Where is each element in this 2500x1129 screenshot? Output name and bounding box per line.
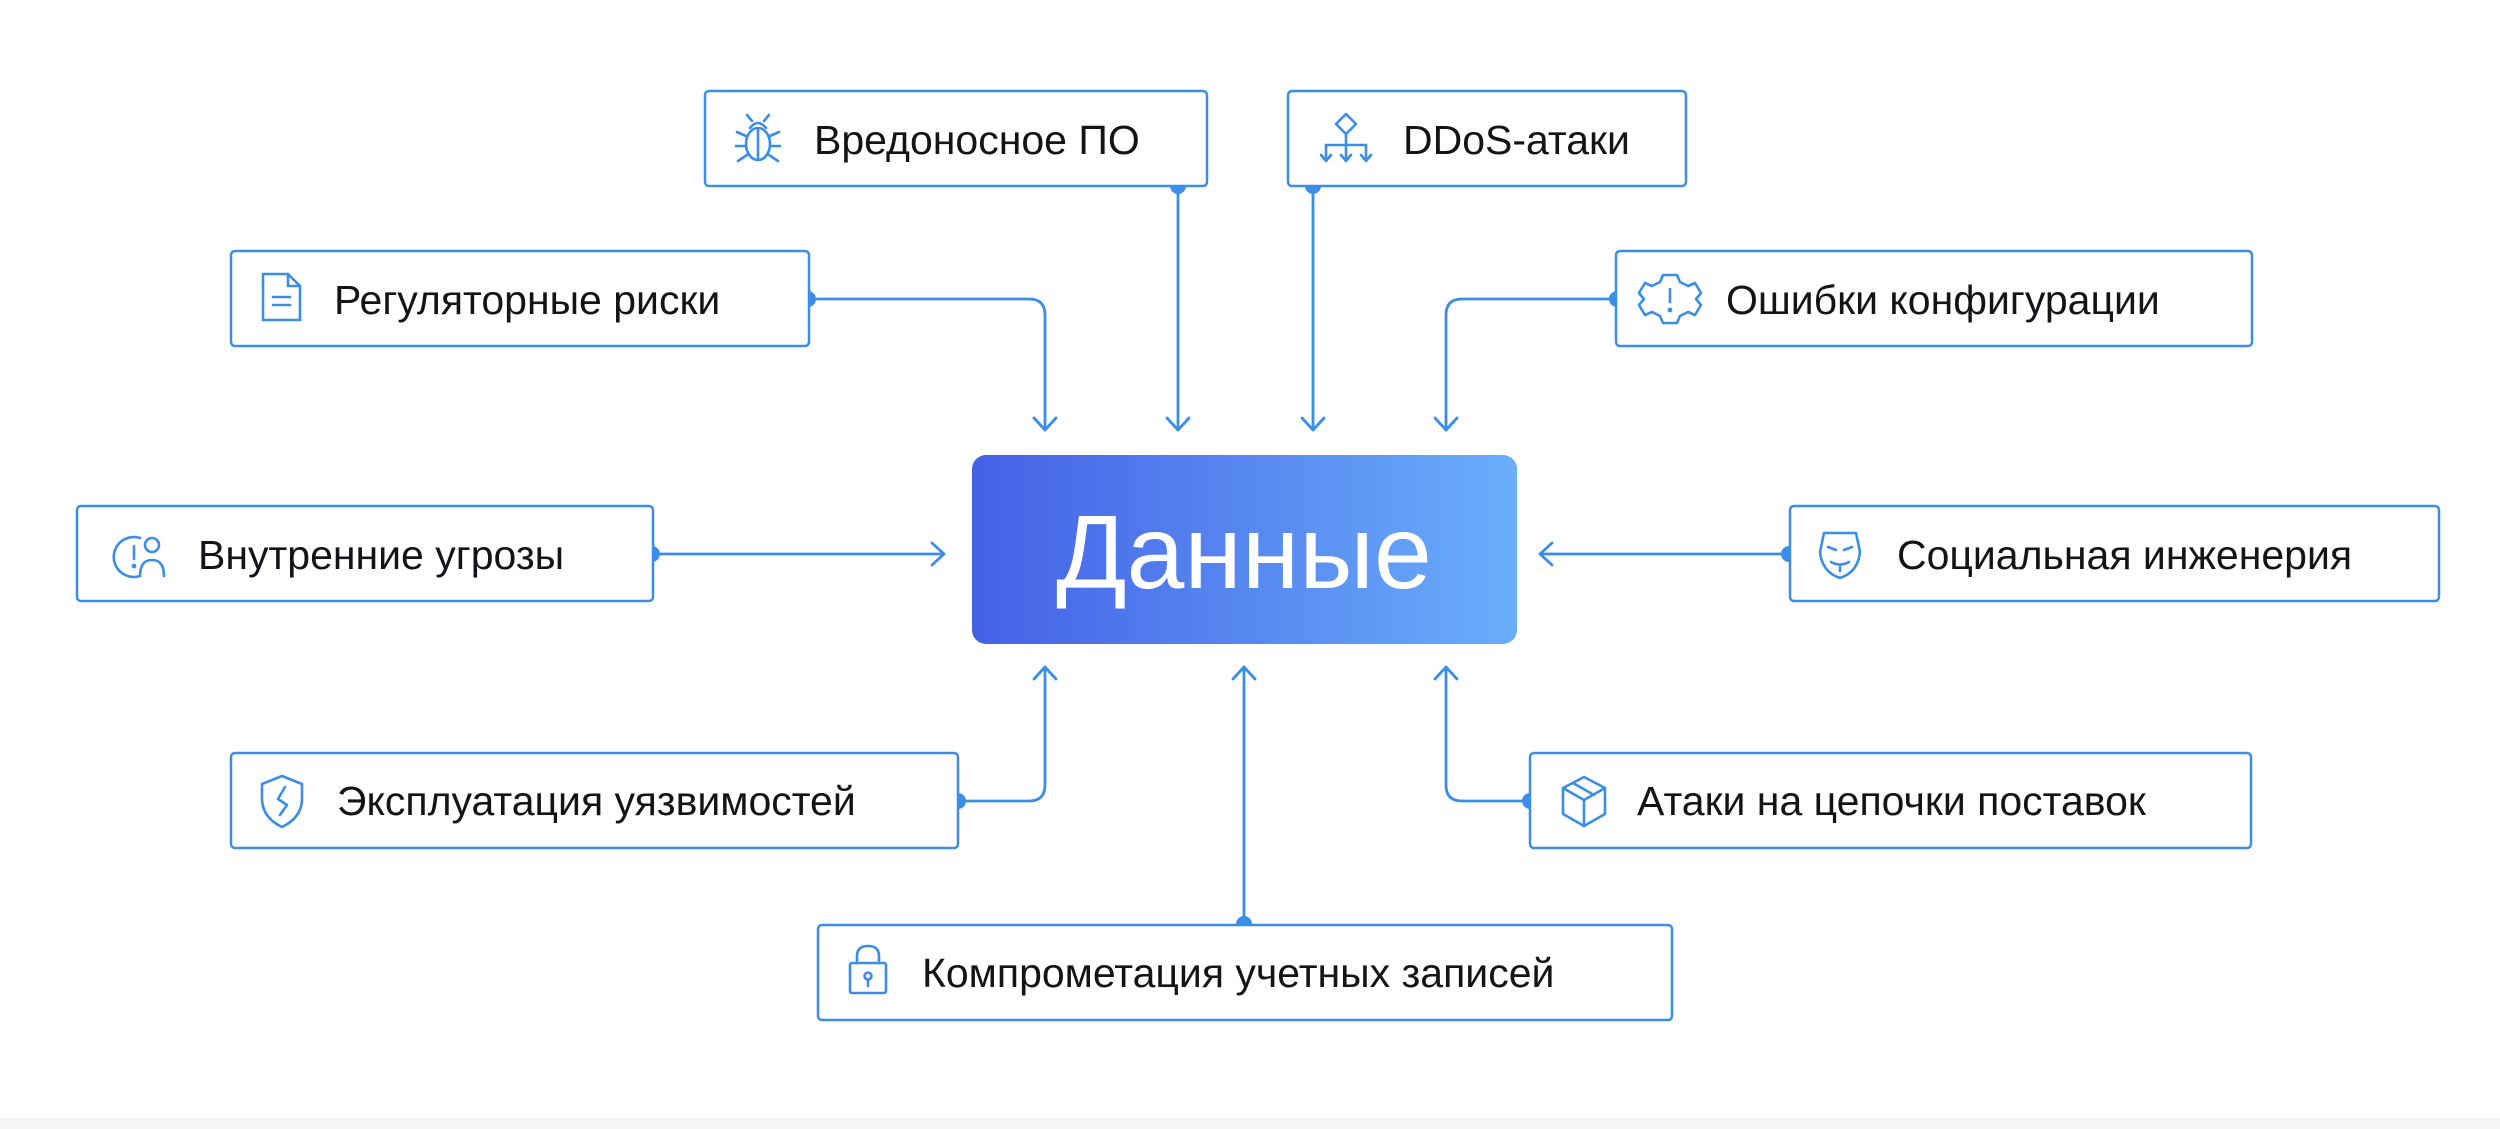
mask-shield-icon <box>1818 531 1862 580</box>
threat-node-regulatory: Регуляторные риски <box>229 249 811 348</box>
threat-box-ddos <box>1286 89 1688 188</box>
threat-box-social <box>1788 504 2441 603</box>
bug-icon <box>734 113 782 163</box>
threat-node-supply: Атаки на цепочки поставок <box>1528 751 2253 850</box>
connector-supply <box>1433 665 1538 809</box>
threat-node-social: Социальная инженерия <box>1788 504 2441 603</box>
connector-regulatory <box>800 291 1058 432</box>
threat-box-config <box>1614 249 2254 348</box>
network-hierarchy-icon <box>1319 112 1373 163</box>
center-box <box>972 455 1517 644</box>
center-label: Данные <box>1056 495 1432 611</box>
threat-label-insider: Внутренние угрозы <box>198 532 564 578</box>
threat-node-config: Ошибки конфигурации <box>1614 249 2254 348</box>
threat-node-malware: Вредоносное ПО <box>703 89 1209 188</box>
document-icon <box>261 272 302 322</box>
threat-box-insider <box>75 504 655 603</box>
threat-label-config: Ошибки конфигурации <box>1726 277 2160 323</box>
threat-node-vulns: Эксплуатация уязвимостей <box>229 751 960 850</box>
connector-config <box>1433 291 1625 432</box>
user-alert-icon <box>112 535 166 579</box>
threat-label-social: Социальная инженерия <box>1897 532 2352 578</box>
center-node: Данные <box>972 455 1517 644</box>
threat-box-supply <box>1528 751 2253 850</box>
threat-label-supply: Атаки на цепочки поставок <box>1637 778 2147 824</box>
connector-vulns <box>950 665 1058 809</box>
threat-box-malware <box>703 89 1209 188</box>
threat-label-accounts: Компрометация учетных записей <box>922 950 1554 996</box>
connector-ddos <box>1300 178 1326 432</box>
bottom-divider <box>0 1118 2500 1129</box>
lock-icon <box>848 944 888 995</box>
gear-warning-icon <box>1637 273 1703 325</box>
package-icon <box>1561 775 1607 828</box>
threat-node-accounts: Компрометация учетных записей <box>816 923 1674 1022</box>
threat-label-regulatory: Регуляторные риски <box>334 277 720 323</box>
threat-label-vulns: Эксплуатация уязвимостей <box>337 778 856 824</box>
threat-node-ddos: DDoS-атаки <box>1286 89 1688 188</box>
threat-label-ddos: DDoS-атаки <box>1403 117 1630 163</box>
threat-node-insider: Внутренние угрозы <box>75 504 655 603</box>
connector-accounts <box>1231 665 1257 932</box>
threat-box-regulatory <box>229 249 811 348</box>
threat-label-malware: Вредоносное ПО <box>814 117 1140 163</box>
threat-box-vulns <box>229 751 960 850</box>
connector-social <box>1538 541 1797 567</box>
shield-crack-icon <box>260 774 304 829</box>
connector-insider <box>644 541 946 567</box>
threat-box-accounts <box>816 923 1674 1022</box>
connector-malware <box>1165 178 1191 432</box>
